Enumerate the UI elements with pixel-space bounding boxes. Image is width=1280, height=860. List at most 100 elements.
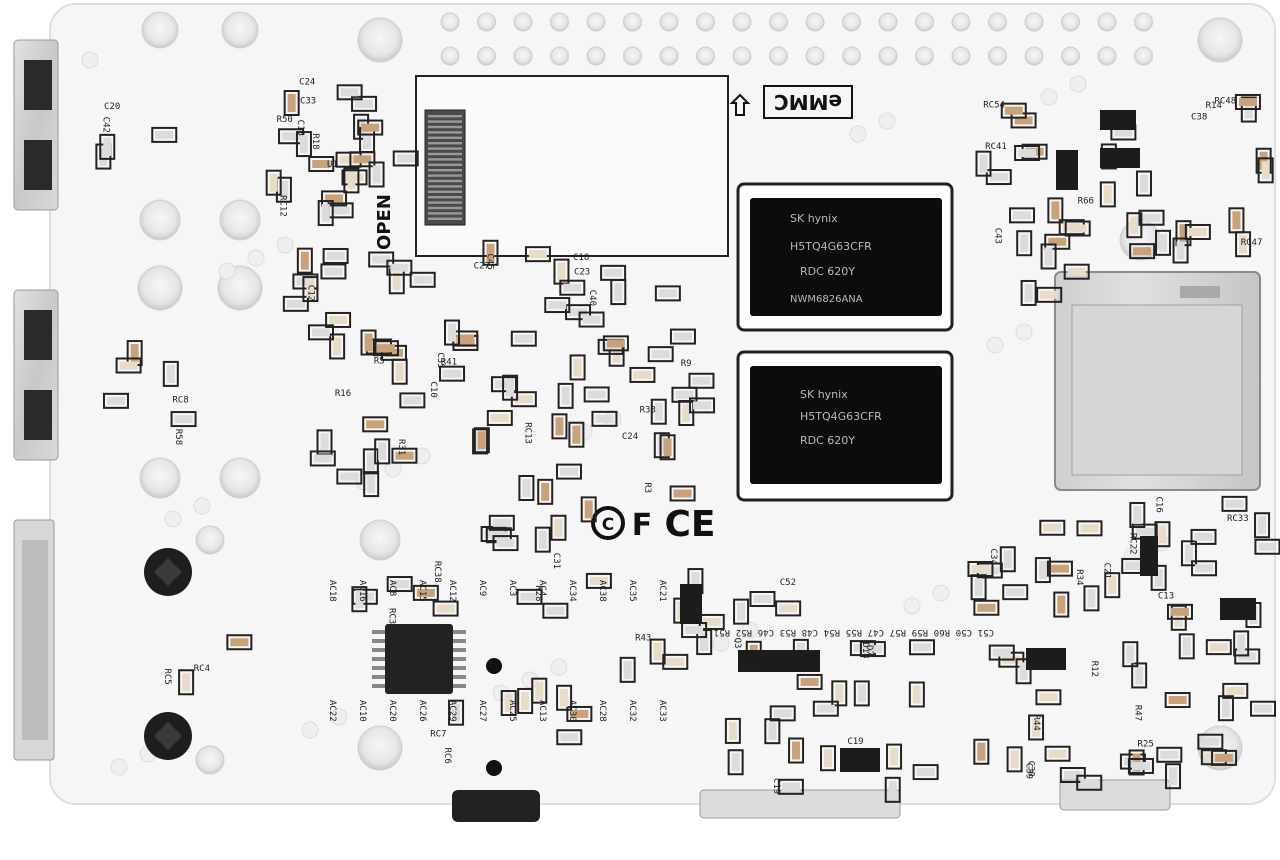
refdes-label: C43 [993, 228, 1003, 244]
ic-label: AC33 [657, 700, 667, 722]
refdes-label: R47 [1133, 705, 1143, 721]
ic-label: AC15 [417, 580, 427, 602]
emmc-label: eMMC [774, 90, 842, 114]
ic-label: AC9 [477, 580, 487, 596]
smd-components [95, 84, 1280, 803]
refdes-label: R14 [1206, 101, 1222, 111]
bottom-ref-label: R59 [912, 627, 928, 637]
refdes-label: R44 [1031, 715, 1041, 731]
refdes-label: C52 [780, 578, 796, 588]
bottom-ref-label: C48 [802, 627, 818, 637]
refdes-label: RC33 [1227, 514, 1249, 524]
ic-label: AC12 [447, 580, 457, 602]
refdes-label: C39 [1023, 763, 1033, 779]
refdes-label: RC7 [430, 730, 446, 740]
micro-usb-port [1059, 779, 1171, 811]
ic-label: AC30 [567, 700, 577, 722]
refdes-label: C19 [771, 778, 781, 794]
refdes-label: D18 [860, 642, 870, 658]
ram-chip-2-line-1: SK hynix [800, 388, 848, 401]
arrow-icon [729, 93, 751, 116]
open-label: OPEN [374, 194, 395, 250]
ic-label: AC21 [657, 580, 667, 602]
refdes-label: C16 [1153, 496, 1163, 512]
refdes-label: R33 [640, 405, 656, 415]
refdes-label: U1 [327, 160, 338, 170]
refdes-label: C24 [622, 432, 638, 442]
refdes-label: R22 [743, 664, 759, 674]
standoff-top [144, 548, 192, 596]
ic-label: AC27 [477, 700, 487, 722]
svg-text:F: F [632, 508, 653, 543]
bottom-ref-label: C47 [868, 627, 884, 637]
refdes-label: RC6 [442, 748, 452, 764]
gpio-header-holes [440, 12, 1153, 66]
ram-chip-2-line-3: RDC 620Y [800, 434, 855, 447]
ethernet-port [13, 519, 55, 761]
ic-label: AC28 [597, 700, 607, 722]
ic-label: AC34 [567, 580, 577, 602]
sd-card-slot [1054, 271, 1261, 491]
refdes-label: D7 [864, 645, 874, 656]
svg-text:C: C [602, 515, 614, 535]
refdes-label: RC22 [1127, 533, 1137, 555]
ic-label: AC35 [627, 580, 637, 602]
ce-mark: CE [664, 504, 715, 545]
ic-label: AC26 [417, 700, 427, 722]
ram-chip-1-line-1: SK hynix [790, 212, 838, 225]
refdes-label: R18 [310, 133, 320, 149]
refdes-label: R28 [533, 585, 543, 601]
ic-label: AC29 [447, 700, 457, 722]
bottom-ref-label: R51 [714, 627, 730, 637]
refdes-label: C20 [104, 102, 120, 112]
refdes-label: RC13 [523, 422, 533, 444]
refdes-label: RC8 [172, 396, 188, 406]
refdes-label: C33 [300, 97, 316, 107]
bottom-ref-label: C46 [758, 627, 774, 637]
usb-port-top [13, 39, 59, 211]
ic-label: AC22 [327, 700, 337, 722]
ic-label: AC4 [537, 580, 547, 596]
bottom-ref-label: R53 [780, 627, 796, 637]
refdes-label: R58 [173, 429, 183, 445]
refdes-label: R9 [681, 359, 692, 369]
refdes-label: RC31 [386, 608, 396, 630]
bottom-ref-label: R52 [736, 627, 752, 637]
refdes-label: RC4 [194, 664, 210, 674]
svg-text:CE: CE [664, 504, 715, 545]
refdes-label: C10 [428, 381, 438, 397]
ram-chip-1-line-4: NWM6826ANA [790, 294, 863, 305]
refdes-label: R25 [1138, 739, 1154, 749]
refdes-label: RC47 [1241, 238, 1263, 248]
bottom-ref-label: R55 [846, 627, 862, 637]
ic-label: AC10 [357, 700, 367, 722]
refdes-label: C23 [574, 267, 590, 277]
refdes-label: C31 [551, 553, 561, 569]
refdes-label: Q3 [732, 638, 742, 649]
refdes-label: R34 [1074, 569, 1084, 585]
refdes-label: C40 [587, 290, 597, 306]
ic-label: AC8 [387, 580, 397, 596]
bottom-ref-label: R54 [824, 627, 840, 637]
emmc-label-box [763, 85, 853, 119]
refdes-label: C24 [299, 77, 315, 87]
audio-jack [452, 790, 540, 822]
led-dot [486, 658, 502, 674]
small-ic [372, 624, 466, 694]
ic-label: AC3 [507, 580, 517, 596]
refdes-label: R3 [642, 482, 652, 493]
bottom-ref-label: C51 [978, 627, 994, 637]
refdes-label: C27 [474, 261, 490, 271]
ic-label: AC13 [537, 700, 547, 722]
refdes-label: R66 [1078, 197, 1094, 207]
refdes-label: RC41 [985, 142, 1007, 152]
ic-label: AC25 [507, 700, 517, 722]
refdes-label: RC5 [162, 668, 172, 684]
ram-chip-2-line-2: H5TQ4G63CFR [800, 410, 882, 423]
ram-chip-1: SK hynix H5TQ4G63CFR RDC 620Y NWM6826ANA [736, 182, 954, 332]
bottom-ref-label: R60 [934, 627, 950, 637]
usb-port-bottom [13, 289, 59, 461]
refdes-label: R31 [396, 439, 406, 455]
